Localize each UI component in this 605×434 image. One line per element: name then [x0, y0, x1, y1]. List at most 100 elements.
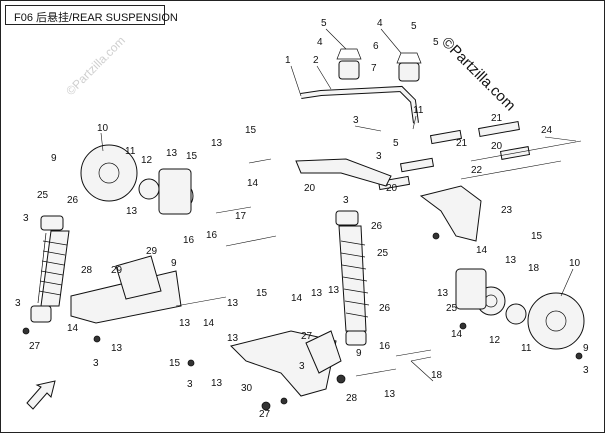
callout-label: 26	[379, 303, 391, 314]
callout-label: 5	[393, 138, 399, 149]
callout-label: 13	[437, 288, 449, 299]
callout-label: 2	[313, 55, 319, 66]
upper-arm	[295, 158, 482, 242]
callout-label: 15	[169, 358, 181, 369]
callout-label: 14	[451, 329, 463, 340]
callout-label: 3	[376, 151, 382, 162]
callout-label: 28	[81, 265, 93, 276]
callout-label: 3	[93, 358, 99, 369]
callout-label: 14	[476, 245, 488, 256]
callout-label: 9	[583, 343, 589, 354]
callout-label: 25	[446, 303, 458, 314]
callout-label: 15	[531, 231, 543, 242]
callout-label: 30	[241, 383, 253, 394]
right-rods	[377, 121, 582, 191]
page-title: F06 后悬挂/REAR SUSPENSION	[14, 12, 178, 24]
left-brake-disc	[80, 144, 194, 215]
callout-label: 13	[111, 343, 123, 354]
callout-label: 26	[371, 221, 383, 232]
callout-label: 3	[343, 195, 349, 206]
callout-label: 22	[471, 165, 483, 176]
callout-label: 15	[245, 125, 257, 136]
callout-label: 10	[97, 123, 109, 134]
callout-label: 9	[356, 348, 362, 359]
callout-label: 20	[386, 183, 398, 194]
callout-label: 29	[111, 265, 123, 276]
bolts	[22, 158, 583, 411]
callout-label: 16	[183, 235, 195, 246]
callout-label: 21	[491, 113, 503, 124]
callout-label: 3	[15, 298, 21, 309]
watermark-right: ©Partzilla.com	[438, 34, 519, 115]
callout-label: 24	[541, 125, 553, 136]
callout-label: 3	[23, 213, 29, 224]
left-shock	[30, 215, 70, 323]
callout-label: 4	[317, 37, 323, 48]
callout-label: 11	[125, 146, 136, 157]
callout-label: 20	[304, 183, 316, 194]
callout-label: 14	[247, 178, 259, 189]
callout-label: 21	[456, 138, 468, 149]
callout-label: 18	[431, 370, 443, 381]
callout-label: 13	[311, 288, 323, 299]
sway-bar	[300, 48, 422, 124]
right-brake-disc	[455, 268, 585, 350]
callout-label: 3	[299, 361, 305, 372]
callout-label: 9	[171, 258, 177, 269]
callout-label: 5	[321, 18, 327, 29]
callout-label: 7	[371, 63, 377, 74]
callout-labels: 10 9 11 12 13 15 13 15 14 17 16 16 13 26…	[15, 18, 589, 420]
callout-label: 14	[67, 323, 79, 334]
callout-label: 13	[211, 378, 223, 389]
callout-label: 6	[373, 41, 379, 52]
callout-label: 17	[235, 211, 247, 222]
callout-label: 25	[37, 190, 49, 201]
callout-label: 1	[285, 55, 291, 66]
center-shock	[335, 210, 370, 346]
callout-label: 11	[413, 105, 424, 116]
callout-label: 5	[411, 21, 417, 32]
callout-label: 16	[379, 341, 391, 352]
callout-label: 15	[186, 151, 198, 162]
title-box: F06 后悬挂/REAR SUSPENSION	[5, 5, 178, 25]
callout-label: 13	[179, 318, 191, 329]
callout-label: 27	[259, 409, 271, 420]
callout-label: 25	[377, 248, 389, 259]
callout-label: 13	[126, 206, 138, 217]
callout-label: 13	[384, 389, 396, 400]
callout-label: 20	[491, 141, 503, 152]
callout-label: 4	[377, 18, 383, 29]
callout-label: 10	[569, 258, 581, 269]
callout-label: 13	[227, 298, 239, 309]
callout-label: 16	[206, 230, 218, 241]
callout-label: 27	[29, 341, 41, 352]
callout-label: 3	[583, 365, 589, 376]
callout-label: 12	[489, 335, 501, 346]
callout-label: 15	[256, 288, 268, 299]
callout-label: 3	[187, 379, 193, 390]
callout-label: 9	[51, 153, 57, 164]
callout-label: 13	[211, 138, 223, 149]
callout-label: 27	[301, 331, 313, 342]
leader-lines	[100, 28, 577, 382]
lower-left-arm	[70, 255, 182, 324]
callout-label: 23	[501, 205, 513, 216]
direction-arrow-icon	[26, 380, 56, 410]
callout-label: 13	[227, 333, 239, 344]
callout-label: 11	[521, 343, 532, 354]
callout-label: 13	[328, 285, 340, 296]
callout-label: 13	[505, 255, 517, 266]
callout-label: 5	[433, 37, 439, 48]
callout-label: 26	[67, 195, 79, 206]
watermark-left: ©Partzilla.com	[63, 33, 128, 98]
callout-label: 13	[166, 148, 178, 159]
callout-label: 14	[291, 293, 303, 304]
callout-label: 12	[141, 155, 153, 166]
callout-label: 14	[203, 318, 215, 329]
lower-center-arm	[230, 330, 342, 397]
callout-label: 28	[346, 393, 358, 404]
callout-label: 3	[353, 115, 359, 126]
callout-label: 18	[528, 263, 540, 274]
